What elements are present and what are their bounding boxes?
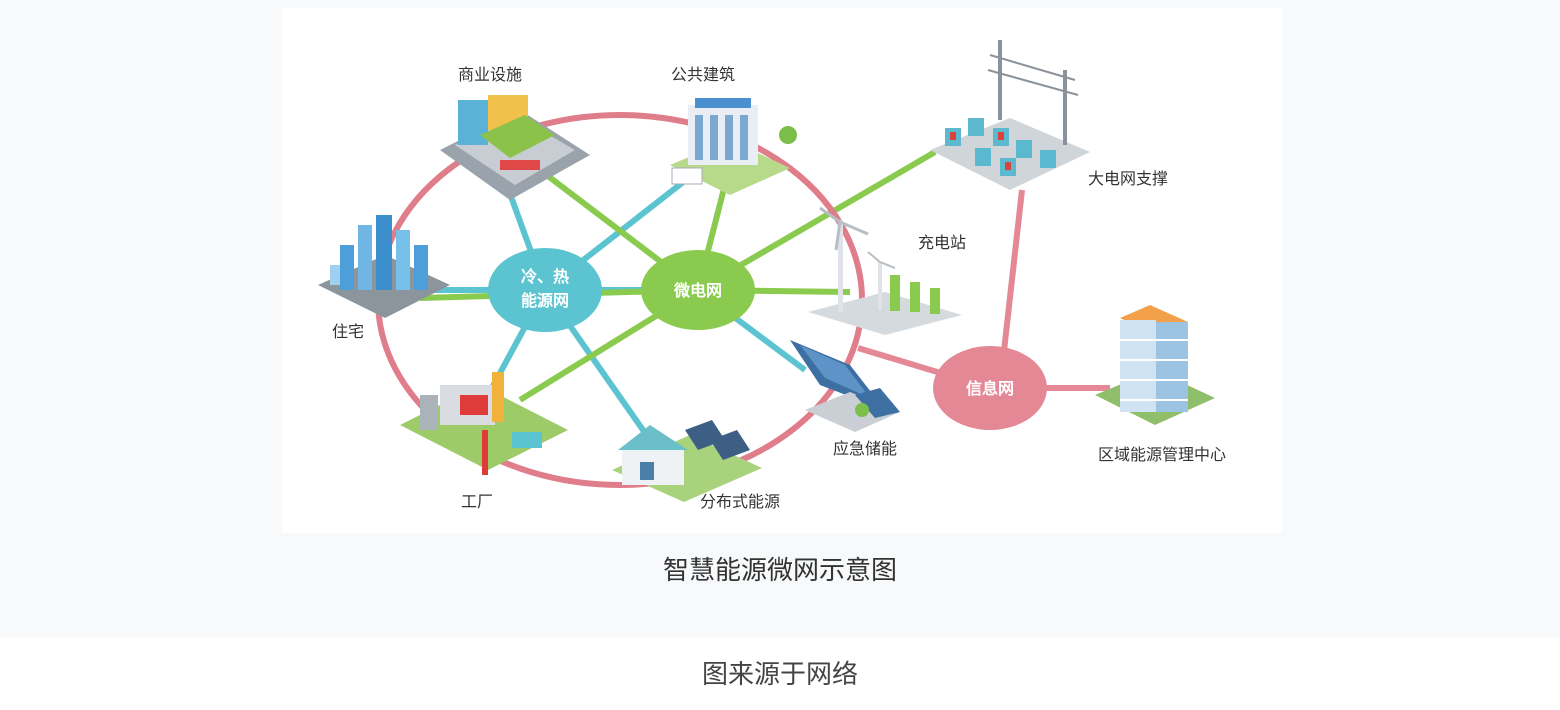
residential-city-icon [318, 215, 450, 318]
hub-thermal-line2: 能源网 [521, 291, 569, 310]
public-building-icon [670, 98, 797, 195]
label-grid: 大电网支撑 [1088, 169, 1168, 188]
label-residential: 住宅 [332, 322, 364, 341]
link-info-grid [1000, 189, 1025, 361]
power-grid-icon [930, 40, 1090, 190]
image-source-note: 图来源于网络 [701, 660, 858, 690]
management-center-icon [1095, 305, 1215, 425]
hub-thermal-network: 冷、热 能源网 [488, 248, 602, 332]
label-center: 区域能源管理中心 [1098, 445, 1226, 464]
hub-info-network: 信息网 [933, 346, 1047, 430]
label-commercial: 商业设施 [458, 65, 522, 84]
label-public: 公共建筑 [671, 65, 735, 84]
hub-thermal-line1: 冷、热 [521, 267, 569, 286]
solar-storage-icon [790, 340, 900, 432]
factory-icon [400, 372, 568, 475]
hub-info-label: 信息网 [966, 379, 1014, 398]
distributed-energy-icon [612, 420, 762, 502]
label-factory: 工厂 [461, 492, 493, 511]
label-distributed: 分布式能源 [700, 492, 780, 511]
charging-station-icon [808, 206, 962, 335]
commercial-building-icon [440, 95, 590, 200]
microgrid-diagram: 冷、热 能源网 微电网 信息网 商业设施 公共建筑 住宅 工厂 分布式能源 应急… [318, 40, 1226, 511]
figure-caption: 智慧能源微网示意图 [662, 556, 897, 586]
hub-microgrid-label: 微电网 [673, 281, 722, 300]
label-storage: 应急储能 [833, 439, 897, 458]
hub-microgrid: 微电网 [641, 250, 755, 330]
label-charging: 充电站 [918, 233, 966, 252]
